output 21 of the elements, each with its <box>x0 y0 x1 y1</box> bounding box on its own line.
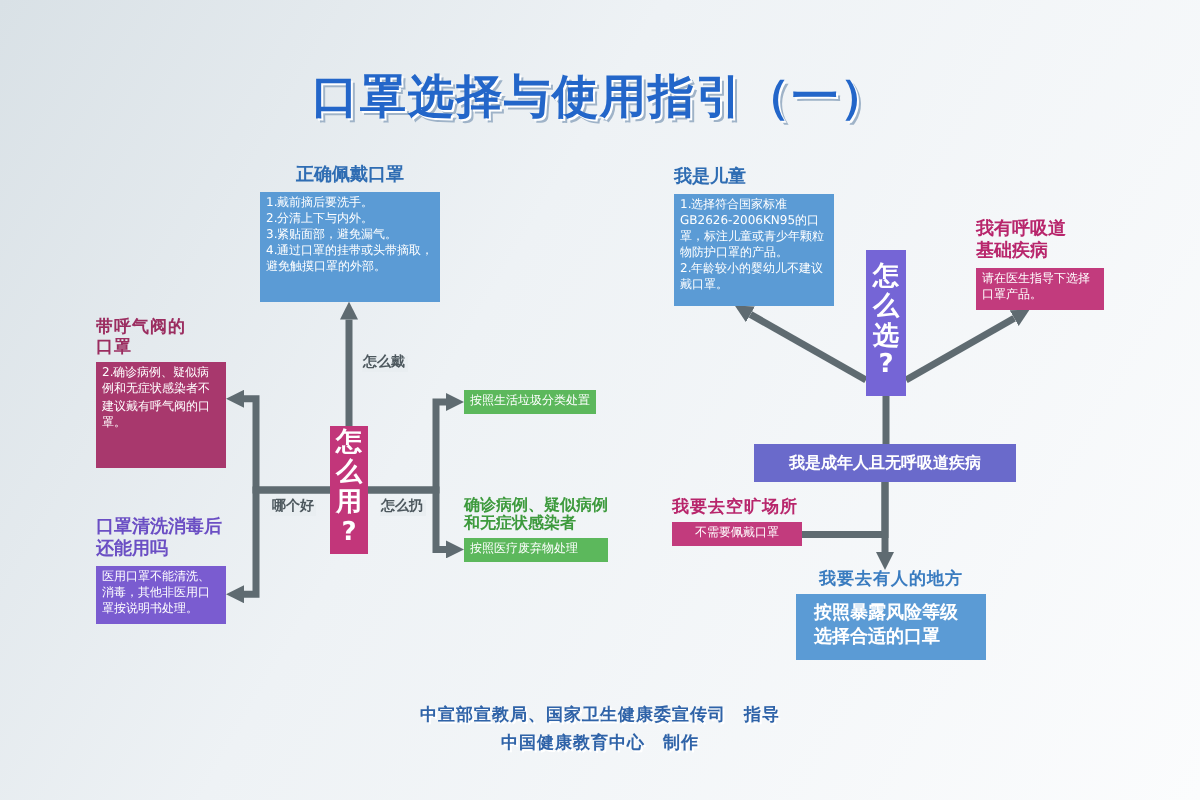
arrow <box>340 301 358 426</box>
credit-line: 中国健康教育中心 制作 <box>501 732 699 756</box>
box-heading: 我要去有人的地方 <box>819 570 963 591</box>
arrow <box>226 486 330 604</box>
category-box: 我是成年人且无呼吸道疾病 <box>754 444 1016 482</box>
arrow <box>904 309 1030 384</box>
box-heading: 正确佩戴口罩 <box>296 166 404 188</box>
arrow <box>368 486 464 559</box>
box-heading: 我要去空旷场所 <box>672 498 798 519</box>
connector-line <box>882 396 890 444</box>
arrow <box>734 305 868 384</box>
credit-line: 中宣部宣教局、国家卫生健康委宣传司 指导 <box>420 704 780 728</box>
box-heading: 我有呼吸道基础疾病 <box>976 220 1068 264</box>
title: 口罩选择与使用指引（一） <box>312 70 888 128</box>
question-box: 怎么选? <box>866 250 906 396</box>
box-heading: 带呼气阀的口罩 <box>96 318 188 359</box>
box-heading: 我是儿童 <box>674 168 746 190</box>
question-box: 怎么用? <box>330 426 368 554</box>
arrow <box>876 482 894 570</box>
info-box: 按照暴露风险等级选择合适的口罩 <box>796 594 986 661</box>
box-heading: 口罩清洗消毒后还能用吗 <box>96 518 224 562</box>
